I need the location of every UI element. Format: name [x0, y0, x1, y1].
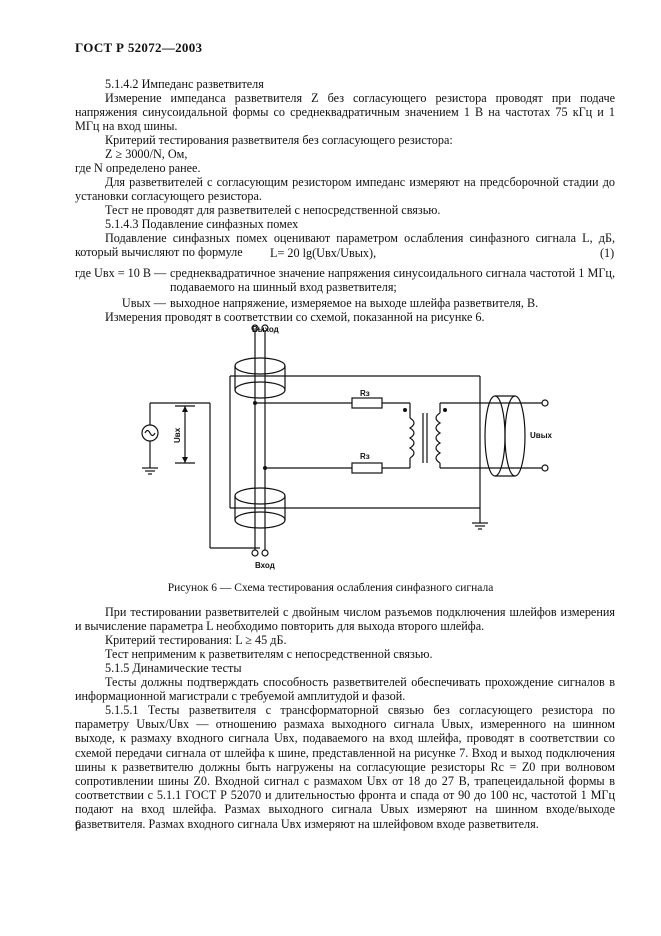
page-number: 6: [75, 818, 82, 832]
paragraph-impedance-measurement: Измерение импеданса разветвителя Z без с…: [75, 91, 615, 134]
circuit-diagram: Выход Вход Rз Rз Uвых Uвх: [141, 324, 553, 570]
paragraph-with-resistor: Для разветвителей с согласующим резистор…: [75, 175, 615, 204]
document-header: ГОСТ Р 52072—2003: [75, 40, 203, 55]
section-5-1-4-2-title: 5.1.4.2 Импеданс разветвителя: [105, 77, 264, 91]
paragraph-criterion-l: Критерий тестирования: L ≥ 45 дБ.: [105, 633, 287, 647]
definition-uin-symbol: где Uвх = 10 В —: [75, 266, 167, 280]
label-u-in: Uвх: [173, 427, 182, 443]
formula-number: (1): [600, 246, 615, 260]
label-resistor-2: Rз: [360, 452, 370, 461]
paragraph-not-applicable: Тест не проводят для разветвителей с неп…: [105, 203, 441, 217]
label-input: Вход: [255, 561, 275, 570]
definition-uout: Uвых — выходное напряжение, измеряемое н…: [75, 296, 615, 310]
paragraph-dynamic-tests: Тесты должны подтверждать способность ра…: [75, 675, 615, 704]
paragraph-double-connectors: При тестировании разветвителей с двойным…: [75, 605, 615, 634]
label-output: Выход: [252, 325, 279, 334]
paragraph-criterion-intro: Критерий тестирования разветвителя без с…: [105, 133, 453, 147]
formula-1: L= 20 lg(Uвх/Uвых),: [270, 246, 377, 260]
paragraph-5-1-5-1: 5.1.5.1 Тесты разветвителя с трансформат…: [75, 703, 615, 831]
section-5-1-5-title: 5.1.5 Динамические тесты: [105, 661, 242, 675]
definition-uin-text: среднеквадратичное значение напряжения с…: [170, 266, 615, 294]
label-resistor-1: Rз: [360, 389, 370, 398]
label-u-out: Uвых: [530, 431, 553, 440]
definition-uin: где Uвх = 10 В — среднеквадратичное знач…: [75, 266, 615, 294]
definition-uout-text: выходное напряжение, измеряемое на выход…: [170, 296, 539, 310]
definition-uout-symbol: Uвых —: [121, 296, 166, 310]
paragraph-measurement-scheme: Измерения проводят в соответствии со схе…: [105, 310, 485, 324]
paragraph-where-n: где N определено ранее.: [75, 161, 201, 175]
formula-definitions: где Uвх = 10 В — среднеквадратичное знач…: [75, 266, 615, 310]
paragraph-criterion-formula: Z ≥ 3000/N, Ом,: [105, 147, 188, 161]
paragraph-common-mode: Подавление синфазных помех оценивают пар…: [75, 231, 615, 260]
paragraph-inapplicable: Тест неприменим к разветвителям с непоср…: [105, 647, 433, 661]
section-5-1-4-3-title: 5.1.4.3 Подавление синфазных помех: [105, 217, 299, 231]
figure-caption: Рисунок 6 — Схема тестирования ослаблени…: [167, 582, 494, 594]
